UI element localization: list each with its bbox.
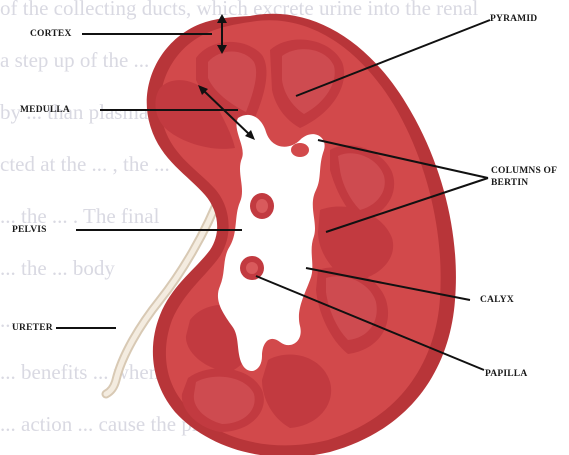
label-pelvis: PELVIS [12, 225, 47, 236]
label-pyramid: PYRAMID [490, 14, 537, 25]
label-calyx: CALYX [480, 295, 514, 306]
label-columns-of-bertin-line1: COLUMNS OF [491, 166, 557, 177]
label-ureter: URETER [12, 323, 53, 334]
label-papilla: PAPILLA [485, 369, 527, 380]
label-medulla: MEDULLA [20, 105, 70, 116]
column-of-bertin-nub [291, 143, 309, 157]
label-columns-of-bertin-line2: BERTIN [491, 178, 528, 189]
label-cortex: CORTEX [30, 29, 72, 40]
